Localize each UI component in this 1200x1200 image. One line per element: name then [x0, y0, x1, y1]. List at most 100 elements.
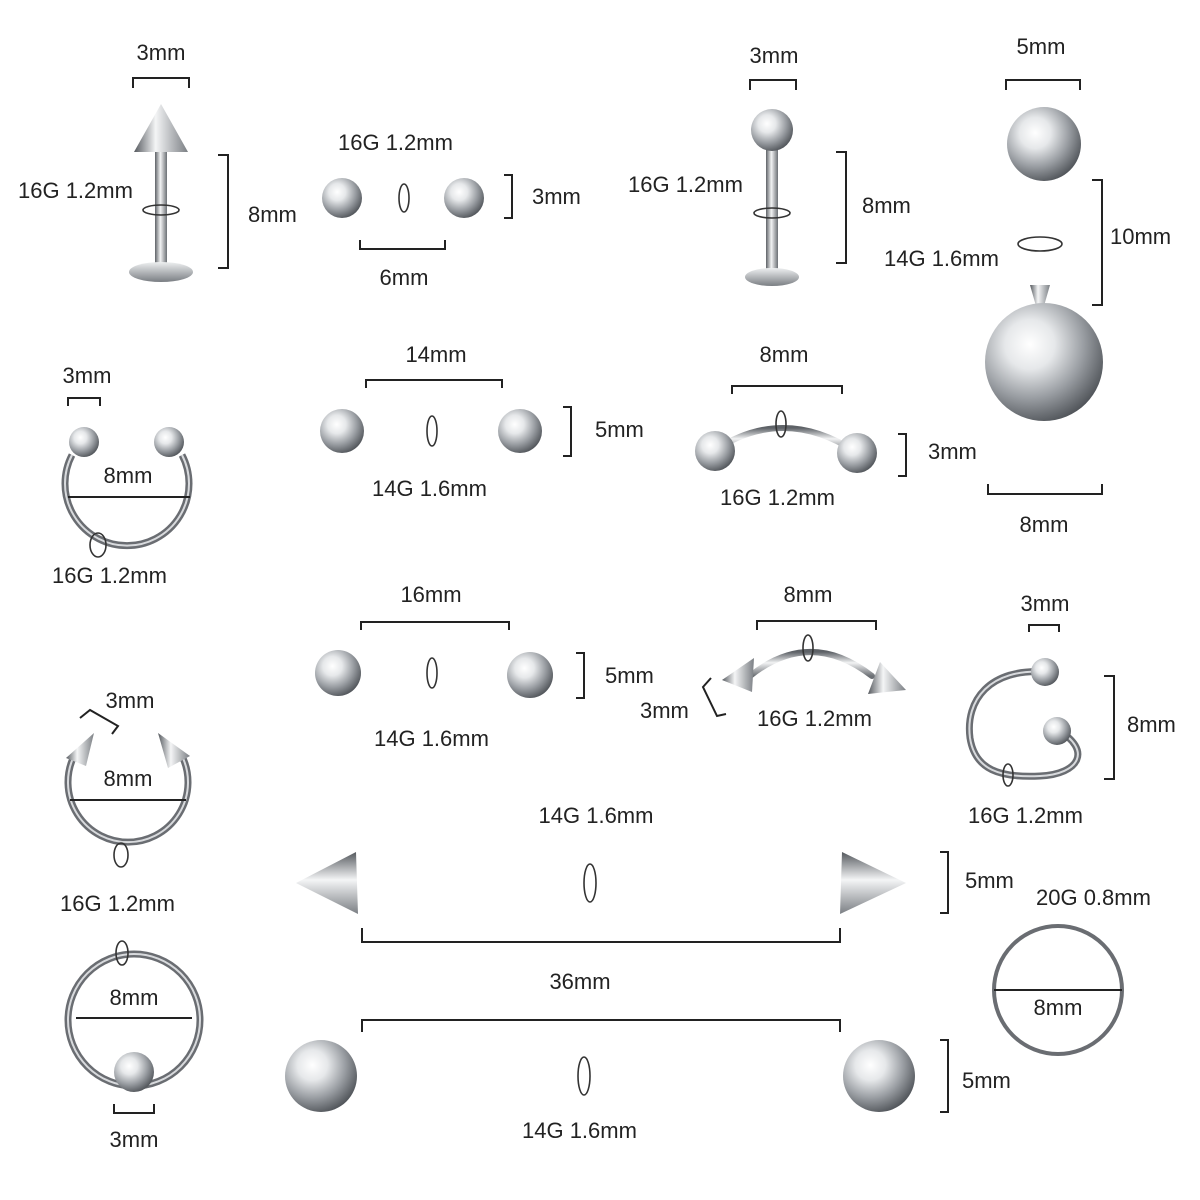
industrial-spike: 14G 1.6mm 5mm 36mm	[296, 803, 1014, 994]
ball-icon	[1043, 717, 1071, 745]
ball-icon	[114, 1052, 154, 1092]
dimension-line	[576, 652, 585, 699]
label-labret-spike-length: 8mm	[248, 202, 297, 227]
label-curved-spike-size: 3mm	[640, 698, 689, 723]
dimension-line	[361, 928, 841, 943]
spike-icon	[158, 733, 190, 768]
belly-button-ring: 5mm 10mm 14G 1.6mm 8mm	[884, 34, 1171, 537]
spike-icon	[868, 662, 906, 694]
o-ring-icon	[115, 940, 129, 966]
dimension-line	[940, 851, 949, 914]
label-mini-barbell-gauge: 16G 1.2mm	[338, 130, 453, 155]
dimension-line	[67, 397, 101, 406]
ball-icon	[751, 109, 793, 151]
o-ring-icon	[1002, 763, 1014, 787]
label-spiral-ball: 3mm	[1021, 591, 1070, 616]
dimension-line	[504, 174, 513, 219]
o-ring-icon	[753, 207, 791, 219]
label-industrial-ball-gauge: 14G 1.6mm	[522, 1118, 637, 1143]
ball-icon	[322, 178, 362, 218]
label-barbell14-ball: 5mm	[595, 417, 644, 442]
dimension-line	[749, 79, 797, 90]
label-industrial-spike-ball: 5mm	[965, 868, 1014, 893]
labret-spike-cone	[134, 104, 188, 152]
dimension-line	[731, 385, 843, 394]
label-curved-spike-length: 8mm	[784, 582, 833, 607]
label-horseshoe-diameter: 8mm	[104, 463, 153, 488]
labret-spike: 3mm 16G 1.2mm 8mm	[18, 40, 297, 282]
ball-icon	[843, 1040, 915, 1112]
label-labret-ball-length: 8mm	[862, 193, 911, 218]
barbell-14mm: 14mm 5mm 14G 1.6mm	[320, 342, 644, 501]
labret-ball: 3mm 16G 1.2mm 8mm	[628, 43, 911, 286]
label-industrial-spike-gauge: 14G 1.6mm	[539, 803, 654, 828]
label-spiral-height: 8mm	[1127, 712, 1176, 737]
ball-icon	[837, 433, 877, 473]
dimension-line	[898, 433, 907, 477]
dimension-line	[132, 77, 190, 88]
o-ring-icon	[426, 415, 438, 447]
horseshoe-spike: 3mm 8mm 16G 1.2mm	[60, 688, 192, 916]
label-industrial-length: 36mm	[549, 969, 610, 994]
dimension-line	[1005, 79, 1081, 90]
label-horseshoe-spike-size: 3mm	[106, 688, 155, 713]
label-mini-barbell-ball: 3mm	[532, 184, 581, 209]
label-barbell14-length: 14mm	[405, 342, 466, 367]
ball-icon	[315, 650, 361, 696]
captive-bead-ring: 8mm 3mm	[64, 940, 204, 1152]
dimension-line	[1092, 179, 1103, 306]
horseshoe-ball: 3mm 8mm 16G 1.2mm	[52, 363, 193, 588]
belly-ring-tip	[1030, 285, 1050, 320]
label-horseshoe-ball: 3mm	[63, 363, 112, 388]
dimension-line	[701, 677, 727, 718]
barbell-16mm: 16mm 5mm 14G 1.6mm	[315, 582, 654, 751]
spike-icon	[722, 658, 754, 692]
dimension-line	[563, 406, 572, 457]
label-captive-ring-ball: 3mm	[110, 1127, 159, 1152]
ball-icon	[498, 409, 542, 453]
label-curved-ball-ball: 3mm	[928, 439, 977, 464]
label-barbell16-length: 16mm	[400, 582, 461, 607]
o-ring-icon	[775, 410, 787, 438]
label-belly-gauge: 14G 1.6mm	[884, 246, 999, 271]
label-belly-bottom-ball: 8mm	[1020, 512, 1069, 537]
label-labret-ball-width: 3mm	[750, 43, 799, 68]
dimension-line	[79, 708, 120, 735]
ball-icon	[695, 431, 735, 471]
o-ring-icon	[583, 863, 597, 903]
ball-icon	[285, 1040, 357, 1112]
dimension-line	[359, 240, 446, 250]
label-horseshoe-spike-diameter: 8mm	[104, 766, 153, 791]
label-labret-ball-gauge: 16G 1.2mm	[628, 172, 743, 197]
curved-barbell-spike: 8mm 3mm 16G 1.2mm	[640, 582, 906, 731]
label-barbell16-gauge: 14G 1.6mm	[374, 726, 489, 751]
label-nose-ring-gauge: 20G 0.8mm	[1036, 885, 1151, 910]
label-belly-length: 10mm	[1110, 224, 1171, 249]
mini-barbell: 16G 1.2mm 3mm 6mm	[322, 130, 581, 290]
o-ring-icon	[142, 204, 180, 216]
labret-ball-disc	[745, 268, 799, 286]
label-curved-spike-gauge: 16G 1.2mm	[757, 706, 872, 731]
curved-barbell-ball: 8mm 3mm 16G 1.2mm	[695, 342, 977, 510]
label-spiral-gauge: 16G 1.2mm	[968, 803, 1083, 828]
o-ring-icon	[1017, 236, 1063, 252]
label-labret-spike-width: 3mm	[137, 40, 186, 65]
dimension-line	[361, 1019, 841, 1032]
o-ring-icon	[426, 657, 438, 689]
ball-icon	[1031, 658, 1059, 686]
dimension-line	[1028, 624, 1060, 632]
ball-icon	[1007, 107, 1081, 181]
label-labret-spike-gauge: 16G 1.2mm	[18, 178, 133, 203]
label-nose-ring-diameter: 8mm	[1034, 995, 1083, 1020]
spike-icon	[66, 733, 94, 766]
dimension-line	[836, 151, 847, 264]
dimension-line	[1104, 675, 1115, 780]
label-barbell14-gauge: 14G 1.6mm	[372, 476, 487, 501]
label-curved-ball-length: 8mm	[760, 342, 809, 367]
o-ring-icon	[577, 1056, 591, 1096]
dimension-line	[218, 154, 229, 269]
label-curved-ball-gauge: 16G 1.2mm	[720, 485, 835, 510]
ball-icon	[320, 409, 364, 453]
nose-ring: 20G 0.8mm 8mm	[992, 885, 1151, 1056]
